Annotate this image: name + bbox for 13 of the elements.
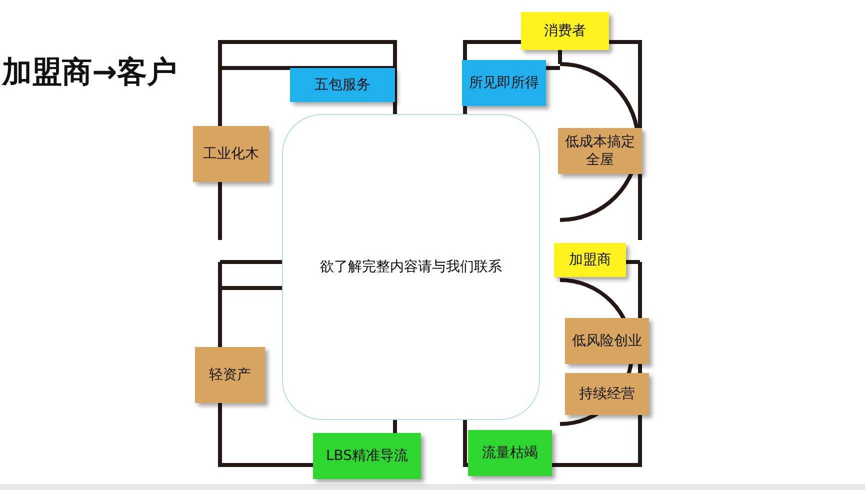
notice-panel: 欲了解完整内容请与我们联系 [282, 114, 540, 420]
sticky-note: 消费者 [521, 12, 609, 50]
sticky-note: 加盟商 [554, 243, 626, 277]
sticky-note: 低成本搞定全屋 [558, 128, 642, 174]
sticky-note: 工业化木 [193, 126, 269, 182]
sticky-note: 轻资产 [195, 347, 265, 403]
sticky-note: 流量枯竭 [468, 430, 552, 476]
sticky-note: LBS精准导流 [313, 433, 421, 479]
sticky-note: 持续经营 [565, 373, 649, 415]
sticky-note: 五包服务 [290, 68, 395, 102]
title: 加盟商→客户 [2, 54, 178, 92]
sticky-note: 低风险创业 [565, 318, 649, 364]
sticky-note: 所见即所得 [462, 60, 546, 106]
